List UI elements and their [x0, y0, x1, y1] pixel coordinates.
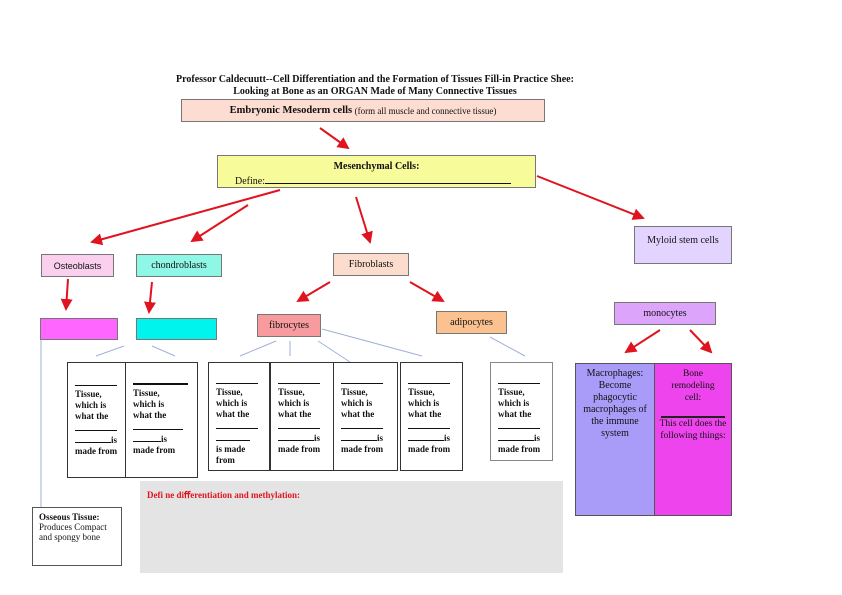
fill-in-blank[interactable] [408, 375, 450, 384]
fill-in-blank[interactable] [408, 432, 444, 441]
fill-in-blank[interactable] [216, 432, 250, 441]
tissue-text: what the [75, 411, 109, 421]
tissue-text: which is [341, 398, 373, 408]
fill-in-blank[interactable] [133, 433, 161, 442]
embryonic-note: (form all muscle and connective tissue) [354, 105, 497, 116]
osseous-tissue-box: Osseous Tissue: Produces Compact and spo… [32, 507, 122, 566]
macrophages-text: Macrophages: Become phagocytic macrophag… [583, 368, 647, 439]
tissue-text: is [444, 433, 451, 443]
tissue-text: what the [341, 409, 375, 419]
tissue-text: which is [216, 398, 248, 408]
tissue-text: is [534, 433, 541, 443]
tissue-text: which is [133, 399, 165, 409]
fill-in-blank[interactable] [75, 422, 117, 431]
tissue-text: made from [75, 446, 118, 456]
tissue-text: made from [133, 445, 176, 455]
tissue-text: Tissue, [408, 387, 435, 397]
embryonic-label: Embryonic Mesoderm cells [229, 105, 353, 116]
tissue-text: which is [278, 398, 310, 408]
tissue-text: which is [408, 398, 440, 408]
tissue-text: Tissue, [278, 387, 305, 397]
fill-in-blank[interactable] [341, 375, 383, 384]
macrophages-box: Macrophages: Become phagocytic macrophag… [575, 363, 655, 516]
define-differentiation-area[interactable]: Defi ne diﬀerentiation and methylation: [140, 481, 563, 573]
arrows [60, 127, 713, 354]
embryonic-box: Embryonic Mesoderm cells (form all muscl… [181, 99, 545, 122]
myloid-box: Myloid stem cells [634, 226, 732, 264]
fill-in-blank[interactable] [278, 420, 320, 429]
tissue-text: from [216, 455, 235, 465]
thin-lines [40, 328, 526, 507]
title-line-2: Looking at Bone as an ORGAN Made of Many… [233, 86, 517, 97]
mesenchymal-box: Mesenchymal Cells: Define: [217, 155, 536, 188]
fibroblasts-box: Fibroblasts [333, 253, 409, 276]
tissue-text: Tissue, [75, 389, 102, 399]
define-blank[interactable] [265, 175, 511, 184]
fill-in-blank[interactable] [498, 432, 534, 441]
fill-in-blank[interactable] [498, 375, 540, 384]
bone-remodeling-text: This cell does the following things: [659, 419, 727, 441]
fill-in-blank[interactable] [133, 421, 183, 430]
define-differentiation-prompt: Defi ne diﬀerentiation and methylation: [147, 490, 301, 500]
fill-in-blank[interactable] [341, 432, 377, 441]
tissue-text: Tissue, [133, 388, 160, 398]
fibrocytes-box: fibrocytes [257, 314, 321, 337]
chondroblast-product-blank[interactable] [136, 318, 217, 340]
fill-in-blank[interactable] [133, 382, 188, 385]
bone-remodeling-box: Bone remodeling cell: This cell does the… [654, 363, 732, 516]
fill-in-blank[interactable] [216, 375, 258, 384]
tissue-text: what the [278, 409, 312, 419]
tissue-text: what the [133, 410, 167, 420]
monocytes-box: monocytes [614, 302, 716, 325]
osseous-title: Osseous Tissue: [39, 512, 100, 522]
tissue-text: what the [216, 409, 250, 419]
fill-in-blank[interactable] [278, 375, 320, 384]
osseous-text: Produces Compact and spongy bone [39, 522, 107, 542]
tissue-text: what the [498, 409, 532, 419]
fill-in-blank[interactable] [216, 420, 258, 429]
tissue-text: is [161, 434, 168, 444]
tissue-text: made from [341, 444, 384, 454]
tissue-text: Tissue, [498, 387, 525, 397]
fill-in-blank[interactable] [75, 434, 111, 443]
adipocytes-box: adipocytes [436, 311, 507, 334]
chondroblasts-box: chondroblasts [136, 254, 222, 277]
fill-in-blank[interactable] [75, 377, 117, 386]
tissue-text: made from [408, 444, 451, 454]
define-label: Define: [235, 176, 265, 187]
osteoblasts-box: Osteoblasts [41, 254, 114, 277]
osteoblast-product-blank[interactable] [40, 318, 118, 340]
tissue-text: what the [408, 409, 442, 419]
fill-in-blank[interactable] [408, 420, 450, 429]
bone-remodeling-blank[interactable] [661, 414, 725, 418]
tissue-text: is [377, 433, 384, 443]
tissue-text: made from [278, 444, 321, 454]
tissue-text: made from [498, 444, 541, 454]
mesenchymal-title: Mesenchymal Cells: [333, 161, 420, 172]
tissue-text: is [111, 435, 118, 445]
tissue-text: Tissue, [341, 387, 368, 397]
fill-in-blank[interactable] [498, 420, 540, 429]
bone-remodeling-title: Bone remodeling cell: [671, 369, 715, 403]
tissue-text: Tissue, [216, 387, 243, 397]
tissue-text: is made [216, 444, 246, 454]
tissue-text: which is [75, 400, 107, 410]
fill-in-blank[interactable] [341, 420, 383, 429]
title-line-1: Professor Caldecuutt--Cell Differentiati… [176, 74, 574, 85]
tissue-text: is [314, 433, 321, 443]
fill-in-blank[interactable] [278, 432, 314, 441]
tissue-text: which is [498, 398, 530, 408]
